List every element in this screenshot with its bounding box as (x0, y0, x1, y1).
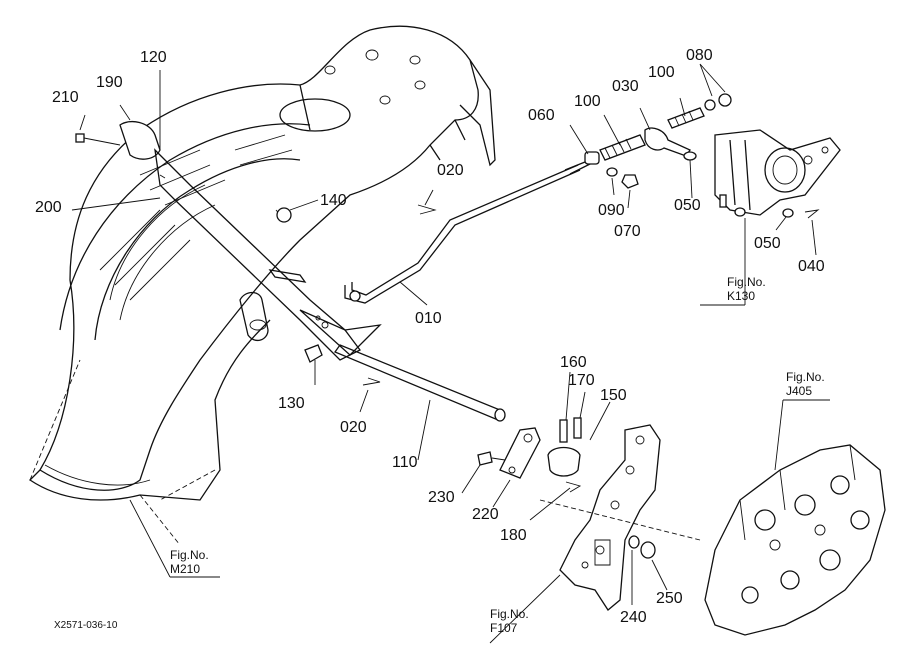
part-label-220: 220 (472, 506, 499, 523)
part-label-090: 090 (598, 202, 625, 219)
fig-ref-k130: Fig.No. K130 (727, 275, 766, 303)
part-label-210: 210 (52, 89, 79, 106)
part-label-130: 130 (278, 395, 305, 412)
part-label-120: 120 (140, 49, 167, 66)
part-label-150: 150 (600, 387, 627, 404)
part-label-240: 240 (620, 609, 647, 626)
fig-ref-m210-line2: M210 (170, 562, 201, 576)
fig-ref-m210-line1: Fig.No. (170, 548, 209, 562)
fig-ref-j405-line2: J405 (786, 384, 813, 398)
rod-110 (333, 344, 506, 422)
part-label-160: 160 (560, 354, 587, 371)
part-label-020-bottom: 020 (340, 419, 367, 436)
part-label-040: 040 (798, 258, 825, 275)
part-label-010: 010 (415, 310, 442, 327)
part-label-100-left: 100 (574, 93, 601, 110)
part-label-050-left: 050 (674, 197, 701, 214)
fig-ref-f107: Fig.No. F107 (490, 607, 529, 635)
part-label-110: 110 (392, 454, 418, 471)
part-label-100-right: 100 (648, 64, 675, 81)
fig-ref-j405-line1: Fig.No. (786, 370, 825, 384)
lower-linkage-parts (477, 417, 656, 559)
part-label-060: 060 (528, 107, 555, 124)
upper-linkage-parts (584, 93, 732, 189)
part-label-050-right: 050 (754, 235, 781, 252)
fig-ref-k130-line1: Fig.No. (727, 275, 766, 289)
part-label-170: 170 (568, 372, 595, 389)
drawing-code: X2571-036-10 (54, 620, 118, 631)
rod-010 (344, 159, 593, 304)
part-label-140: 140 (320, 192, 347, 209)
part-label-190: 190 (96, 74, 123, 91)
part-label-020-top: 020 (437, 162, 464, 179)
fig-ref-k130-line2: K130 (727, 289, 756, 303)
part-label-070: 070 (614, 223, 641, 240)
plate-f107 (539, 424, 701, 611)
part-label-230: 230 (428, 489, 455, 506)
cotter-pins (275, 204, 437, 386)
bracket-k130 (714, 129, 841, 219)
fig-ref-m210: Fig.No. M210 (170, 548, 209, 576)
fig-ref-j405: Fig.No. J405 (786, 370, 825, 398)
part-label-200: 200 (35, 199, 62, 216)
fig-ref-f107-line1: Fig.No. (490, 607, 529, 621)
part-label-030: 030 (612, 78, 639, 95)
part-label-080: 080 (686, 47, 713, 64)
part-label-180: 180 (500, 527, 527, 544)
leader-lines (71, 63, 830, 644)
part-label-250: 250 (656, 590, 683, 607)
fig-ref-f107-line2: F107 (490, 621, 518, 635)
fender-outline (28, 25, 496, 546)
valve-block-j405 (704, 444, 886, 636)
position-lever (75, 121, 382, 361)
